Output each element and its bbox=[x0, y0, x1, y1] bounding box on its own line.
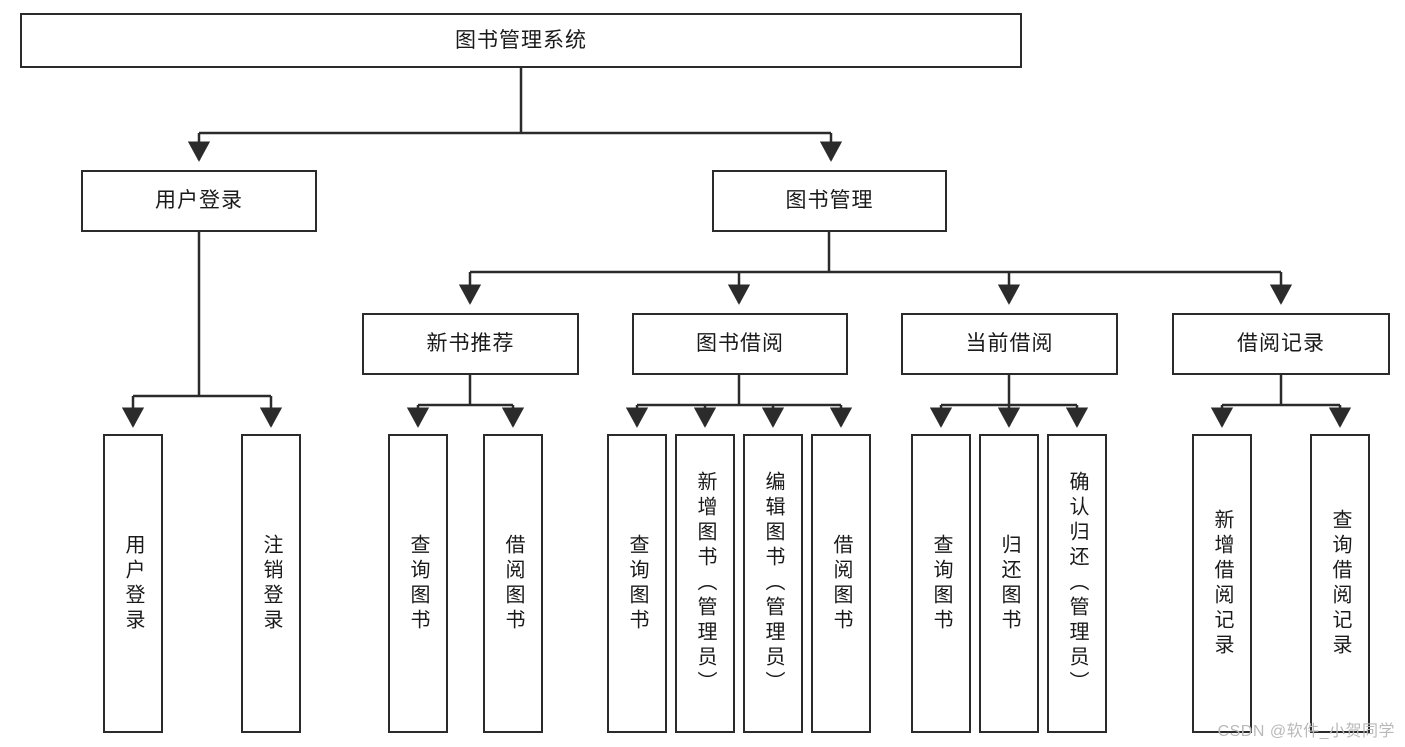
node-book-manage[interactable]: 图书管理 bbox=[712, 170, 947, 232]
node-book-borrow-label: 图书借阅 bbox=[696, 332, 784, 356]
leaf-logout-login[interactable]: 注销登录 bbox=[241, 434, 301, 733]
node-root-label: 图书管理系统 bbox=[455, 28, 587, 52]
leaf-query-book-2[interactable]: 查询图书 bbox=[607, 434, 667, 733]
node-user-login-label: 用户登录 bbox=[155, 189, 243, 213]
node-current-borrow[interactable]: 当前借阅 bbox=[901, 313, 1118, 375]
leaf-confirm-return[interactable]: 确认归还（管理员） bbox=[1047, 434, 1107, 733]
leaf-query-record[interactable]: 查询借阅记录 bbox=[1310, 434, 1370, 733]
leaf-query-book-3[interactable]: 查询图书 bbox=[911, 434, 971, 733]
leaf-logout-login-label: 注销登录 bbox=[260, 533, 282, 634]
leaf-query-book-3-label: 查询图书 bbox=[930, 533, 952, 634]
leaf-edit-book-label: 编辑图书（管理员） bbox=[762, 471, 784, 696]
leaf-edit-book[interactable]: 编辑图书（管理员） bbox=[743, 434, 803, 733]
node-current-borrow-label: 当前借阅 bbox=[965, 332, 1054, 356]
leaf-borrow-book-2[interactable]: 借阅图书 bbox=[811, 434, 871, 733]
node-root[interactable]: 图书管理系统 bbox=[20, 13, 1022, 68]
node-book-borrow[interactable]: 图书借阅 bbox=[632, 313, 848, 375]
leaf-add-record-label: 新增借阅记录 bbox=[1211, 508, 1233, 659]
leaf-user-login[interactable]: 用户登录 bbox=[103, 434, 163, 733]
node-new-book-rec-label: 新书推荐 bbox=[426, 332, 515, 356]
leaf-query-book-1-label: 查询图书 bbox=[407, 533, 429, 634]
leaf-borrow-book-1-label: 借阅图书 bbox=[502, 533, 524, 634]
leaf-return-book-label: 归还图书 bbox=[998, 533, 1020, 634]
leaf-query-book-1[interactable]: 查询图书 bbox=[388, 434, 448, 733]
node-new-book-rec[interactable]: 新书推荐 bbox=[362, 313, 579, 375]
leaf-add-record[interactable]: 新增借阅记录 bbox=[1192, 434, 1252, 733]
leaf-borrow-book-2-label: 借阅图书 bbox=[830, 533, 852, 634]
leaf-return-book[interactable]: 归还图书 bbox=[979, 434, 1039, 733]
leaf-user-login-label: 用户登录 bbox=[122, 533, 144, 634]
node-user-login[interactable]: 用户登录 bbox=[81, 170, 317, 232]
node-borrow-record-label: 借阅记录 bbox=[1237, 332, 1325, 356]
leaf-confirm-return-label: 确认归还（管理员） bbox=[1066, 471, 1088, 696]
leaf-add-book[interactable]: 新增图书（管理员） bbox=[675, 434, 735, 733]
leaf-query-book-2-label: 查询图书 bbox=[626, 533, 648, 634]
node-book-manage-label: 图书管理 bbox=[785, 189, 874, 213]
node-borrow-record[interactable]: 借阅记录 bbox=[1172, 313, 1390, 375]
leaf-add-book-label: 新增图书（管理员） bbox=[694, 471, 716, 696]
leaf-query-record-label: 查询借阅记录 bbox=[1329, 508, 1351, 659]
leaf-borrow-book-1[interactable]: 借阅图书 bbox=[483, 434, 543, 733]
